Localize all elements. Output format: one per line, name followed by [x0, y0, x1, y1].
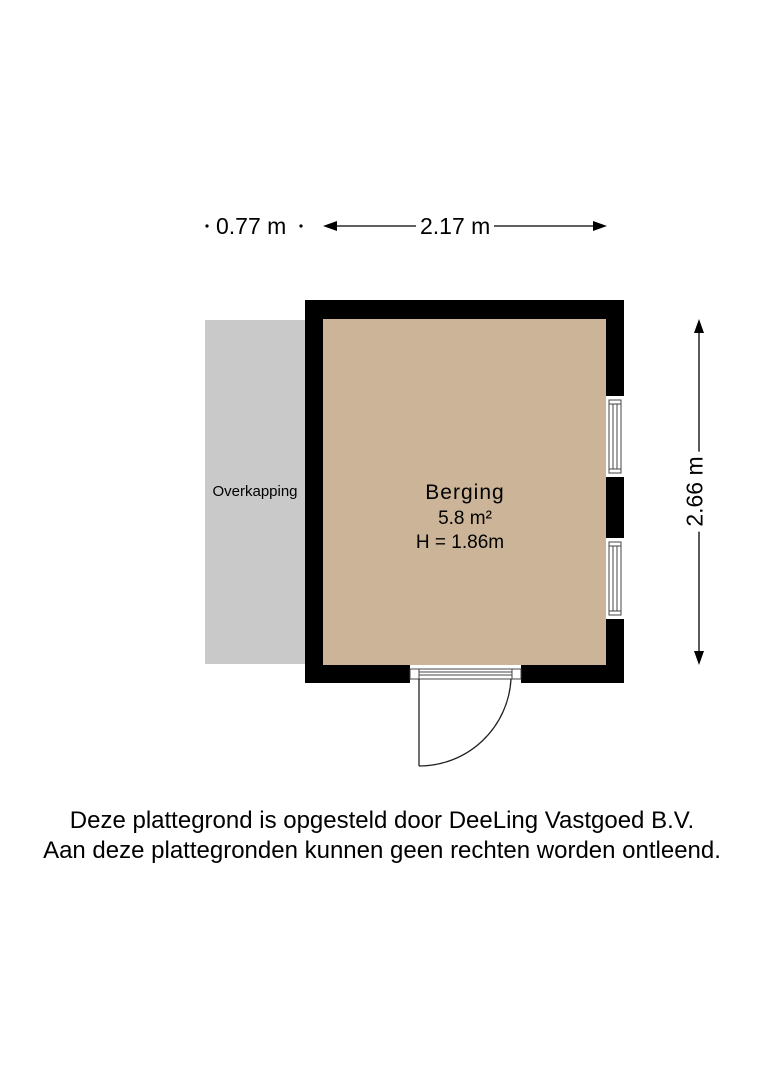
- overhang-label: Overkapping: [212, 483, 298, 500]
- room-name-berging: Berging: [425, 481, 505, 504]
- window-right-bottom: [606, 538, 624, 619]
- dimension-overhang-width: [205, 224, 303, 228]
- dimension-label-room-depth: 2.66 m: [682, 451, 708, 532]
- room-height-berging: H = 1.86m: [415, 532, 505, 553]
- overhang-area: [205, 320, 305, 664]
- footer-disclaimer-line1: Deze plattegrond is opgesteld door DeeLi…: [69, 807, 695, 834]
- window-right-top: [606, 396, 624, 477]
- door: [409, 665, 522, 767]
- dimension-label-overhang-width: 0.77 m: [212, 215, 291, 238]
- room-area-berging: 5.8 m²: [438, 508, 492, 529]
- dimension-label-room-width: 2.17 m: [416, 215, 495, 238]
- footer-disclaimer-line2: Aan deze plattegronden kunnen geen recht…: [43, 837, 721, 864]
- room-fill-berging: [323, 319, 606, 665]
